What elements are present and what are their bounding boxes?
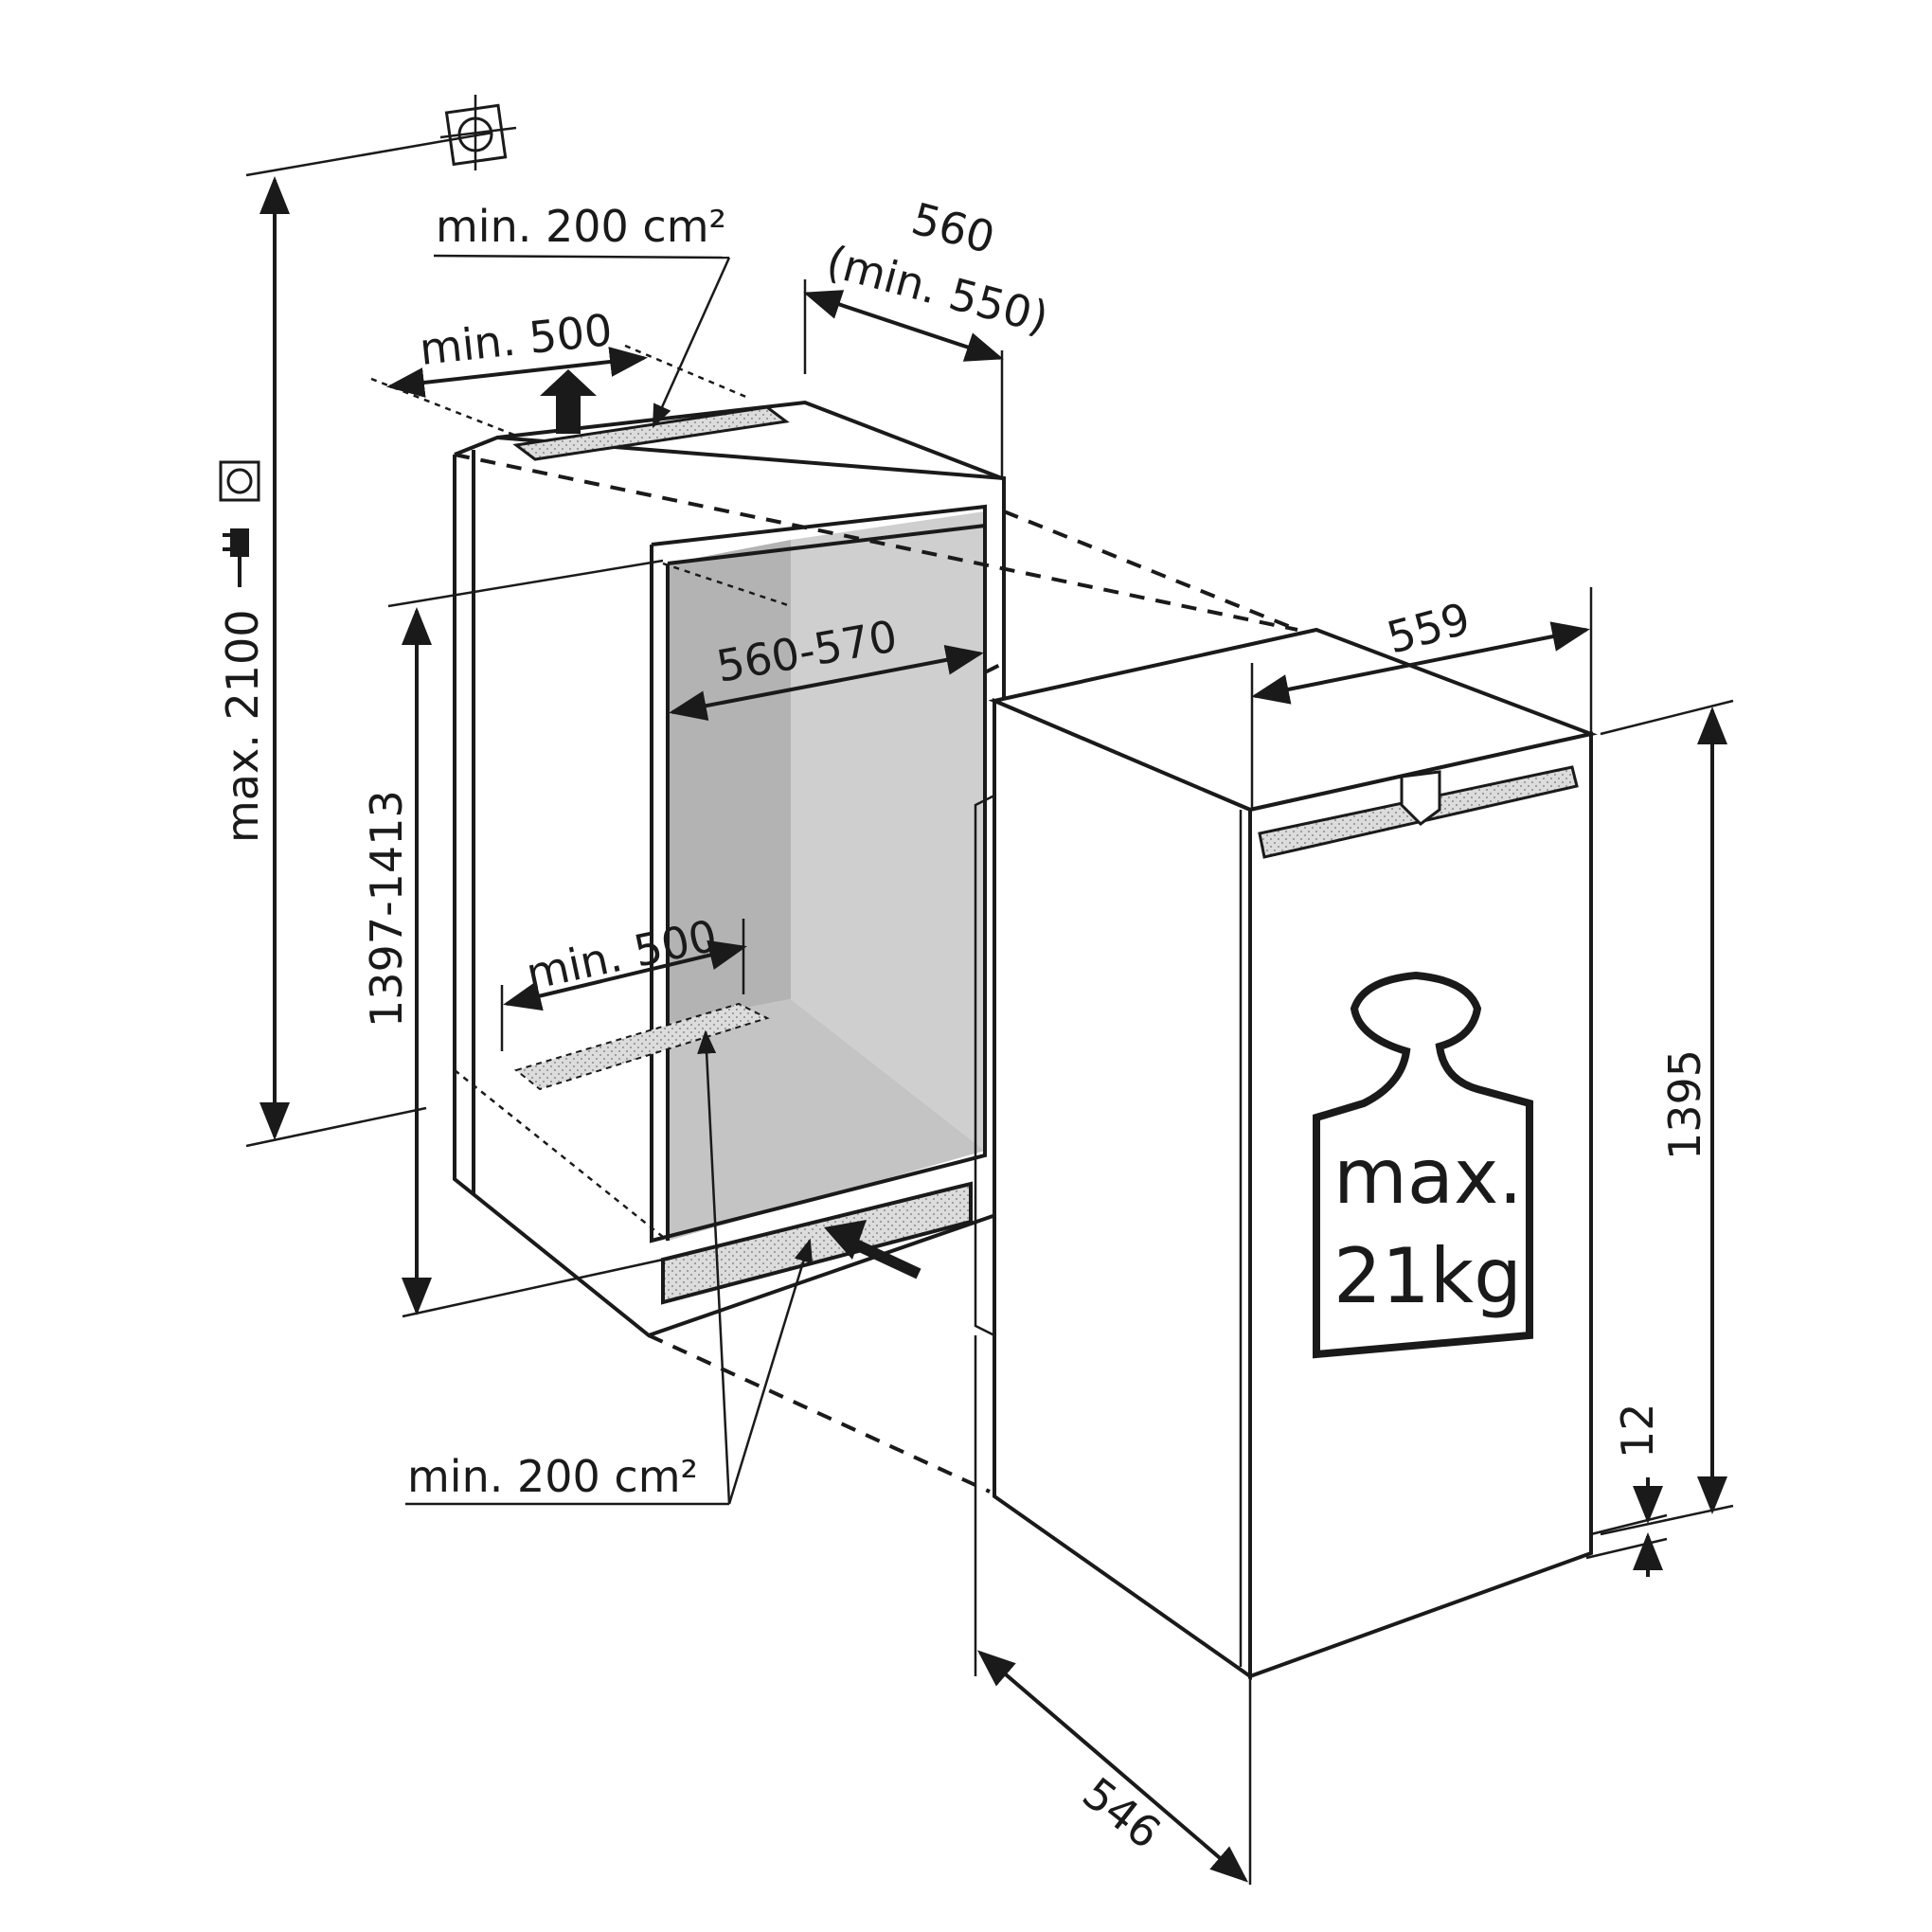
appliance-depth-label: 546: [1073, 1767, 1170, 1859]
dim-niche-height: 1397-1413: [361, 559, 664, 1318]
dim-niche-width: 560 (min. 550): [803, 192, 1054, 478]
max-height-label: max. 2100: [217, 609, 268, 843]
dim-top-vent-area: min. 200 cm²: [433, 201, 731, 429]
weight-line1: max.: [1333, 1133, 1523, 1221]
top-vent-area-label: min. 200 cm²: [436, 201, 726, 252]
bottom-vent-floor: [513, 1002, 770, 1091]
airflow-arrow-icon: [824, 1220, 921, 1279]
bottom-vent-area-label: min. 200 cm²: [407, 1451, 698, 1502]
power-plug-icon: [223, 528, 249, 587]
airflow-arrow-icon: [540, 369, 597, 434]
weight-icon: max. 21kg: [1313, 971, 1533, 1359]
weight-line2: 21kg: [1333, 1232, 1522, 1320]
dim-max-height: max. 2100: [217, 131, 493, 1148]
niche-width-min-label: (min. 550): [821, 235, 1053, 343]
niche-top-face: [496, 400, 1003, 480]
top-vent: [512, 405, 790, 461]
plinth-vent: [661, 1181, 973, 1305]
niche-height-label: 1397-1413: [361, 790, 412, 1028]
niche-interior-floor: [668, 999, 985, 1241]
dim-bottom-vent-area: min. 200 cm²: [405, 1029, 813, 1506]
dim-plinth-offset: 12: [1585, 1403, 1668, 1577]
power-socket-icon: [219, 460, 260, 502]
appliance: max. 21kg: [974, 627, 1598, 1680]
niche-width-label: 560: [906, 192, 1000, 263]
appliance-side: [993, 697, 1252, 1680]
wall-mount-crosshair-icon: [439, 95, 517, 170]
dim-appliance-height: 1395: [1600, 699, 1734, 1536]
plinth-offset-label: 12: [1612, 1403, 1663, 1458]
appliance-height-label: 1395: [1659, 1049, 1710, 1160]
